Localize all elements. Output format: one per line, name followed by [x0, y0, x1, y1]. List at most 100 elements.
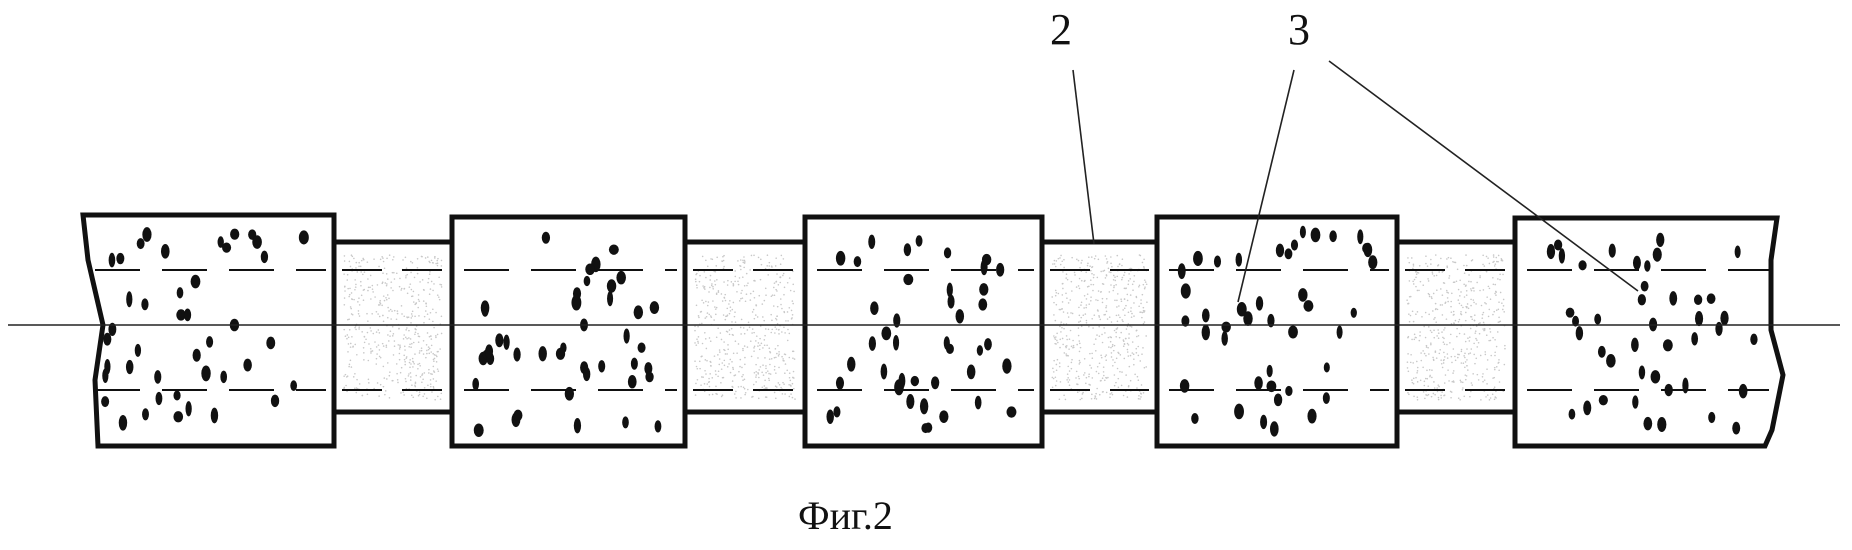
shade-speck — [1088, 326, 1090, 328]
shade-speck — [408, 375, 410, 377]
shade-speck — [698, 315, 700, 317]
shade-speck — [755, 381, 757, 383]
shade-speck — [1053, 335, 1055, 337]
shade-speck — [719, 358, 721, 360]
shade-speck — [1096, 398, 1098, 400]
pore-dot — [1274, 393, 1282, 406]
shade-speck — [1122, 309, 1124, 311]
shade-speck — [421, 347, 423, 349]
shade-speck — [417, 273, 419, 275]
shade-speck — [710, 275, 712, 277]
shade-speck — [1440, 359, 1442, 361]
shade-speck — [752, 311, 754, 313]
shade-speck — [1145, 366, 1147, 368]
shade-speck — [367, 320, 369, 322]
shade-speck — [1117, 378, 1119, 380]
shade-speck — [1495, 294, 1497, 296]
shade-speck — [431, 345, 433, 347]
shade-speck — [1450, 301, 1452, 303]
shade-speck — [418, 299, 420, 301]
shade-speck — [1435, 321, 1437, 323]
shade-speck — [1145, 281, 1147, 283]
shade-speck — [725, 316, 727, 318]
shade-speck — [1427, 278, 1429, 280]
shade-speck — [387, 278, 389, 280]
shade-speck — [379, 349, 381, 351]
pore-dot — [1598, 346, 1606, 358]
shade-speck — [1127, 283, 1129, 285]
shade-speck — [406, 327, 408, 329]
shade-speck — [1136, 330, 1138, 332]
shade-speck — [391, 310, 393, 312]
shade-speck — [421, 256, 423, 258]
shade-speck — [1499, 321, 1501, 323]
shade-speck — [428, 369, 430, 371]
shade-speck — [383, 295, 385, 297]
pore-dot — [193, 349, 201, 362]
shade-speck — [351, 366, 353, 368]
pore-dot — [211, 408, 218, 424]
shade-speck — [1119, 337, 1121, 339]
shade-speck — [1068, 316, 1070, 318]
shade-speck — [419, 336, 421, 338]
shade-speck — [370, 275, 372, 277]
pore-dot — [1266, 380, 1276, 392]
shade-speck — [429, 293, 431, 295]
pore-dot — [622, 416, 629, 428]
shade-speck — [715, 374, 717, 376]
shade-speck — [714, 280, 716, 282]
shade-speck — [419, 352, 421, 354]
shade-speck — [750, 299, 752, 301]
shade-speck — [1431, 332, 1433, 334]
pore-dot — [638, 343, 646, 353]
shade-speck — [1474, 320, 1476, 322]
shade-speck — [432, 321, 434, 323]
pore-dot — [1669, 291, 1677, 305]
shade-speck — [410, 272, 412, 274]
pore-dot — [1368, 255, 1377, 269]
shade-speck — [731, 281, 733, 283]
shade-speck — [1112, 344, 1114, 346]
shade-speck — [1464, 333, 1466, 335]
shade-speck — [404, 361, 406, 363]
shade-speck — [1130, 355, 1132, 357]
shade-speck — [1061, 260, 1063, 262]
shade-speck — [1127, 396, 1129, 398]
shade-speck — [1140, 311, 1142, 313]
pore-dot — [1260, 415, 1267, 429]
shade-speck — [1127, 300, 1129, 302]
shade-speck — [382, 343, 384, 345]
shade-speck — [1056, 292, 1058, 294]
shade-speck — [1496, 309, 1498, 311]
shade-speck — [709, 394, 711, 396]
shade-speck — [368, 343, 370, 345]
shade-speck — [389, 397, 391, 399]
shade-speck — [1069, 299, 1071, 301]
shade-speck — [1413, 396, 1415, 398]
shade-speck — [1479, 290, 1481, 292]
shade-speck — [1477, 374, 1479, 376]
pore-dot — [1708, 412, 1715, 423]
shade-speck — [1413, 321, 1415, 323]
shade-speck — [727, 284, 729, 286]
shade-speck — [417, 364, 419, 366]
shade-speck — [1142, 262, 1144, 264]
porous-block — [1157, 217, 1397, 446]
shade-speck — [1060, 321, 1062, 323]
shade-speck — [775, 385, 777, 387]
shade-speck — [377, 284, 379, 286]
shade-speck — [1119, 371, 1121, 373]
shade-speck — [703, 302, 705, 304]
shade-speck — [734, 311, 736, 313]
shade-speck — [358, 313, 360, 315]
shade-speck — [1408, 303, 1410, 305]
shade-speck — [1112, 394, 1114, 396]
pore-dot — [1311, 228, 1321, 243]
shade-speck — [1111, 321, 1113, 323]
shade-speck — [1412, 382, 1414, 384]
pore-dot — [1362, 243, 1371, 254]
shade-speck — [1128, 337, 1130, 339]
shade-speck — [1135, 348, 1137, 350]
shade-speck — [1495, 263, 1497, 265]
shade-speck — [360, 271, 362, 273]
